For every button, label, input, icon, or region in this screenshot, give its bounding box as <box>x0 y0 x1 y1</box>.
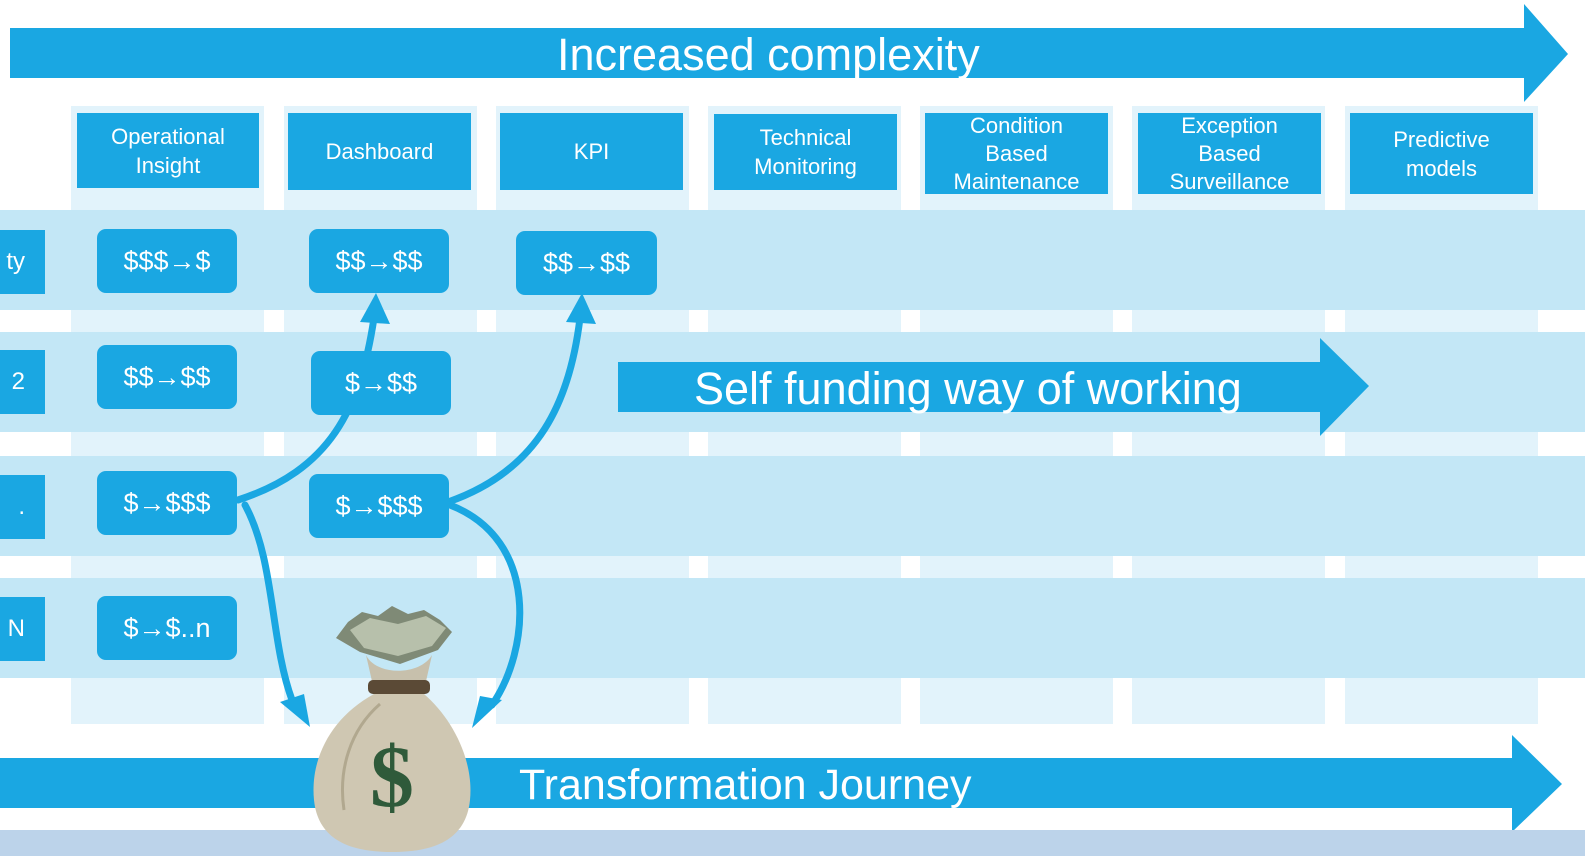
row-band-4 <box>0 578 1585 678</box>
cell-row3-dashboard: $→$$$ <box>309 474 449 538</box>
arrowhead-kpi <box>566 293 596 324</box>
column-header-condition-based-maintenance: Condition Based Maintenance <box>925 113 1108 194</box>
cell-row2-dashboard: $→$$ <box>311 351 451 415</box>
arrowhead-bag-right <box>472 696 502 728</box>
connector-oi-to-bag <box>241 501 296 704</box>
cell-row2-operational-insight: $$→$$ <box>97 345 237 409</box>
connector-dashboard-to-bag <box>446 501 524 709</box>
bottom-strip <box>0 830 1585 856</box>
cell-row1-operational-insight: $$$→$ <box>97 229 237 293</box>
transformation-journey-label: Transformation Journey <box>519 761 972 809</box>
cell-row1-kpi: $$→$$ <box>516 231 657 295</box>
self-funding-arrow <box>618 338 1369 436</box>
arrowhead-dashboard <box>360 293 390 324</box>
column-header-technical-monitoring: Technical Monitoring <box>714 114 897 190</box>
column-header-operational-insight: Operational Insight <box>77 113 259 188</box>
column-header-predictive-models: Predictive models <box>1350 113 1533 194</box>
increased-complexity-label: Increased complexity <box>557 29 980 80</box>
self-funding-label: Self funding way of working <box>694 363 1242 414</box>
column-header-kpi: KPI <box>500 113 683 190</box>
cell-row4-operational-insight: $→$..n <box>97 596 237 660</box>
row-band-3 <box>0 456 1585 556</box>
row-tab-1: ty <box>0 230 45 294</box>
row-band-1 <box>0 210 1585 310</box>
column-header-exception-based-surveillance: Exception Based Surveillance <box>1138 113 1321 194</box>
cell-row3-operational-insight: $→$$$ <box>97 471 237 535</box>
row-tab-3: . <box>0 475 45 539</box>
row-tab-4: N <box>0 597 45 661</box>
row-tab-2: 2 <box>0 350 45 414</box>
increased-complexity-arrow <box>10 4 1568 102</box>
cell-row1-dashboard: $$→$$ <box>309 229 449 293</box>
money-bag-icon <box>313 606 471 852</box>
arrowhead-bag-left <box>280 694 310 727</box>
column-header-dashboard: Dashboard <box>288 113 471 190</box>
money-bag-dollar-sign: $ <box>370 729 414 826</box>
connector-dashboard-to-kpi <box>444 314 584 506</box>
